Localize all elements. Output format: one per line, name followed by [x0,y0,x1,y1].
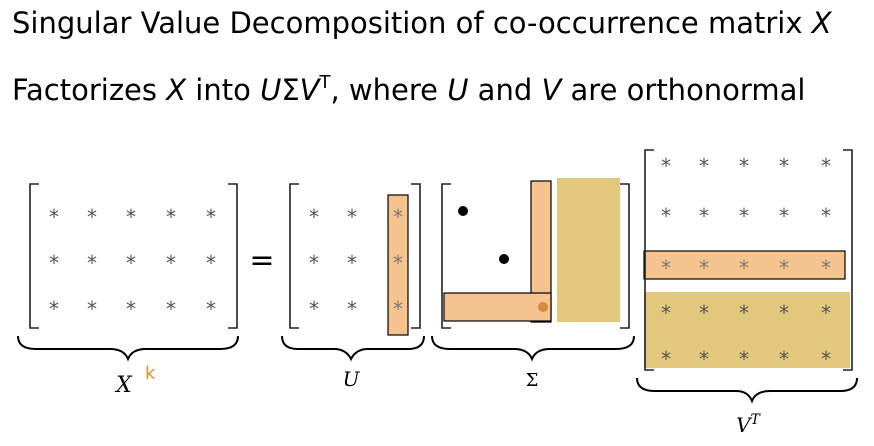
vt-matrix-entry: * [779,154,789,178]
vt-highlight-entry: * [821,256,831,280]
sigma-gold-block [557,178,620,322]
vt-matrix-entry: * [661,347,671,371]
x-matrix-entry: * [166,205,176,229]
sigma-diagonal-dot [499,254,509,264]
vt-matrix-entry: * [699,154,709,178]
vt-matrix-entry: * [661,301,671,325]
vt-matrix-entry: * [779,204,789,228]
vt-matrix-entry: * [661,154,671,178]
vt-bracket-right [843,149,853,371]
vt-matrix-entry: * [821,204,831,228]
vt-matrix-entry: * [739,154,749,178]
u-highlight-entry: * [393,251,403,275]
x-matrix-entry: * [126,297,136,321]
u-highlight-entry: * [393,205,403,229]
u-matrix-entry: * [347,297,357,321]
x-matrix-entry: * [87,297,97,321]
x-matrix-entry: * [49,297,59,321]
vt-highlight-entry: * [699,256,709,280]
x-superscript-k: k [145,363,156,384]
vt-matrix-entry: * [739,204,749,228]
vt-matrix-entry: * [661,204,671,228]
u-matrix-entry: * [347,205,357,229]
x-matrix-entry: * [166,297,176,321]
u-matrix-entry: * [309,251,319,275]
sigma-underbrace [431,335,635,362]
u-highlight-entry: * [393,297,403,321]
x-matrix-entry: * [49,205,59,229]
vt-gold-block [644,292,850,368]
u-column-highlight [387,194,409,336]
vt-matrix-entry: * [699,347,709,371]
x-bracket-left [29,183,39,329]
vt-highlight-entry: * [779,256,789,280]
vt-matrix-entry: * [739,301,749,325]
x-matrix-entry: * [87,205,97,229]
vt-bracket-left [644,149,654,371]
vt-highlight-entry: * [661,256,671,280]
x-underbrace [17,335,239,362]
sigma-column-highlight [530,180,552,323]
vt-matrix-entry: * [821,347,831,371]
vt-matrix-entry: * [699,301,709,325]
vt-matrix-entry: * [779,301,789,325]
x-matrix-entry: * [87,251,97,275]
sigma-diagonal-dot [458,206,468,216]
matrix-x-var: X [811,6,832,40]
vt-matrix-entry: * [821,154,831,178]
sigma-bracket-left [441,183,451,329]
u-underbrace [281,335,425,362]
x-matrix-entry: * [126,205,136,229]
u-matrix-entry: * [309,297,319,321]
vt-matrix-entry: * [779,347,789,371]
vt-label: VT [736,412,761,437]
x-matrix-entry: * [206,297,216,321]
u-matrix-entry: * [309,205,319,229]
u-bracket-right [411,183,421,329]
x-matrix-entry: * [206,205,216,229]
sigma-label: Σ [526,370,539,391]
title-line-1: Singular Value Decomposition of co-occur… [12,6,832,40]
u-bracket-left [289,183,299,329]
vt-underbrace [636,377,858,404]
x-bracket-right [228,183,238,329]
vt-matrix-entry: * [699,204,709,228]
u-matrix-entry: * [347,251,357,275]
x-matrix-entry: * [126,251,136,275]
u-label: U [343,367,361,391]
x-label: X [114,373,133,398]
x-matrix-entry: * [49,251,59,275]
vt-row-highlight [643,250,846,280]
equals-sign: = [249,243,274,278]
matrix-entries: * * * * * * * * * * * * * * * * * * * * * * * * * * * * * * * * * * * * * * * *… [49,154,831,371]
sigma-row-highlight [443,292,552,322]
x-matrix-entry: * [206,251,216,275]
title-line-2: Factorizes X into UΣVT, where U and V ar… [12,72,806,107]
vt-highlight-entry: * [739,256,749,280]
sigma-bracket-right [620,183,630,329]
vt-matrix-entry: * [821,301,831,325]
x-matrix-entry: * [166,251,176,275]
vt-matrix-entry: * [739,347,749,371]
sigma-selected-value [538,302,548,312]
